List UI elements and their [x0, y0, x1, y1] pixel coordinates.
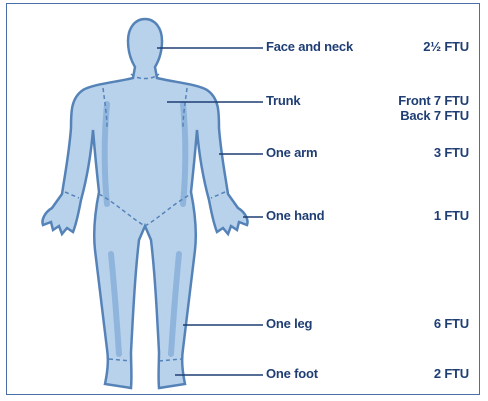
- diagram-frame: Face and neck 2½ FTU Trunk Front 7 FTU B…: [6, 3, 480, 395]
- body-silhouette: [42, 19, 247, 388]
- value-trunk-front: Front 7 FTU: [398, 93, 469, 108]
- value-trunk-back: Back 7 FTU: [400, 108, 469, 123]
- value-face-and-neck: 2½ FTU: [423, 39, 469, 54]
- label-face-and-neck: Face and neck: [266, 39, 353, 54]
- value-one-foot: 2 FTU: [434, 366, 469, 381]
- human-body-figure: [7, 4, 481, 396]
- label-one-leg: One leg: [266, 316, 312, 331]
- label-one-foot: One foot: [266, 366, 318, 381]
- value-one-hand: 1 FTU: [434, 208, 469, 223]
- label-one-hand: One hand: [266, 208, 324, 223]
- label-one-arm: One arm: [266, 145, 317, 160]
- value-one-arm: 3 FTU: [434, 145, 469, 160]
- label-trunk: Trunk: [266, 93, 300, 108]
- value-one-leg: 6 FTU: [434, 316, 469, 331]
